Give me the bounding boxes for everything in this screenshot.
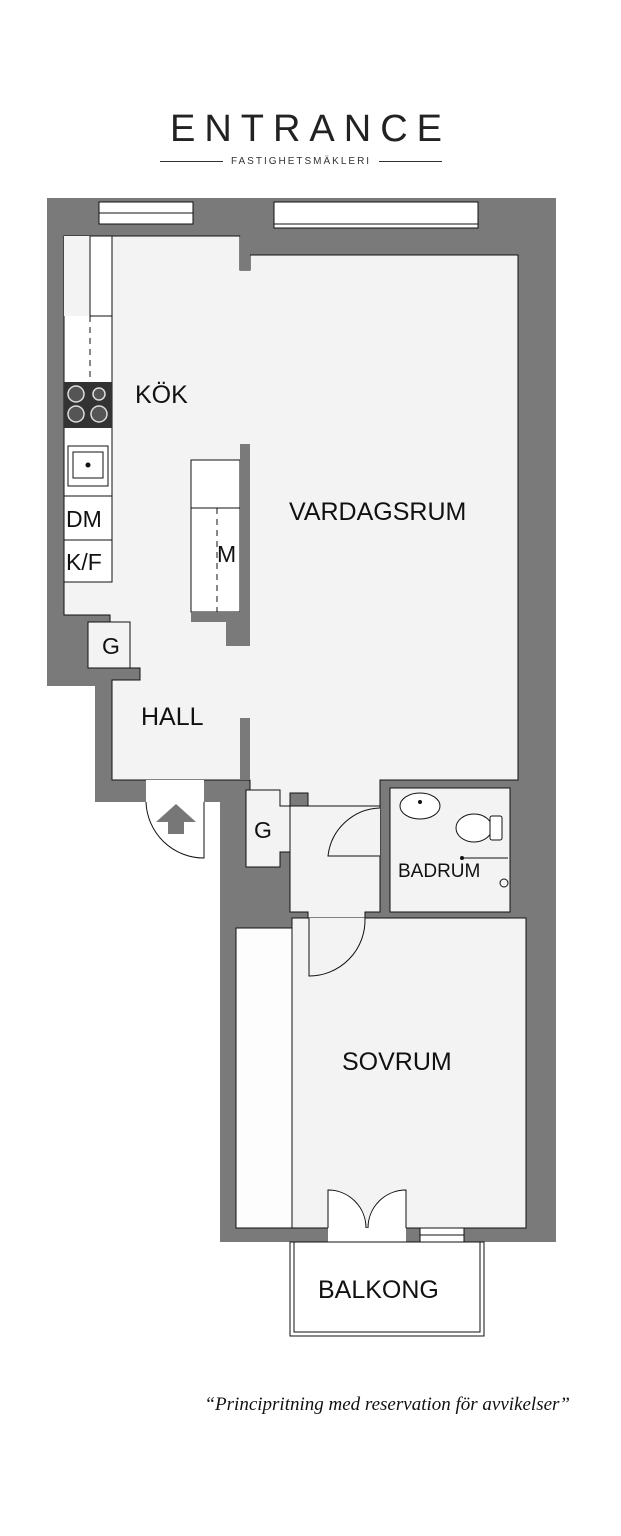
toilet <box>455 813 493 843</box>
label-hall: HALL <box>141 703 204 731</box>
disclaimer: “Principritning med reservation för avvi… <box>204 1394 570 1415</box>
brand-subtitle-row: FASTIGHETSMÄKLERI <box>160 156 443 167</box>
label-bedroom: SOVRUM <box>342 1048 452 1076</box>
entrance-arrow-icon <box>156 804 196 834</box>
label-balcony: BALKONG <box>318 1276 439 1304</box>
label-living-room: VARDAGSRUM <box>289 498 466 526</box>
brand-rule-left <box>160 160 223 163</box>
label-microwave: M <box>217 541 236 567</box>
entrance-opening <box>146 780 204 802</box>
balcony-door-right <box>367 1189 407 1229</box>
bathroom-basin <box>399 792 441 820</box>
balcony-opening <box>328 1228 406 1242</box>
balcony-door-left <box>327 1189 367 1229</box>
bedroom-door-swing <box>308 917 366 977</box>
label-dishwasher: DM <box>66 506 102 532</box>
bedroom-closet <box>235 927 293 1229</box>
bathroom-door-swing <box>327 807 381 857</box>
label-bathroom: BADRUM <box>398 861 480 882</box>
label-wardrobe-hall: G <box>102 633 120 659</box>
brand-subtitle: FASTIGHETSMÄKLERI <box>230 156 372 167</box>
label-fridge-freezer: K/F <box>66 549 102 575</box>
brand-rule-right <box>379 160 443 163</box>
balcony <box>289 1241 485 1337</box>
kitchen-island <box>190 459 241 613</box>
label-kitchen: KÖK <box>135 381 188 409</box>
brand-logo: ENTRANCE <box>169 108 452 150</box>
label-wardrobe-corridor: G <box>254 817 272 843</box>
wardrobe-hall <box>87 621 131 669</box>
island-wall <box>240 444 250 646</box>
